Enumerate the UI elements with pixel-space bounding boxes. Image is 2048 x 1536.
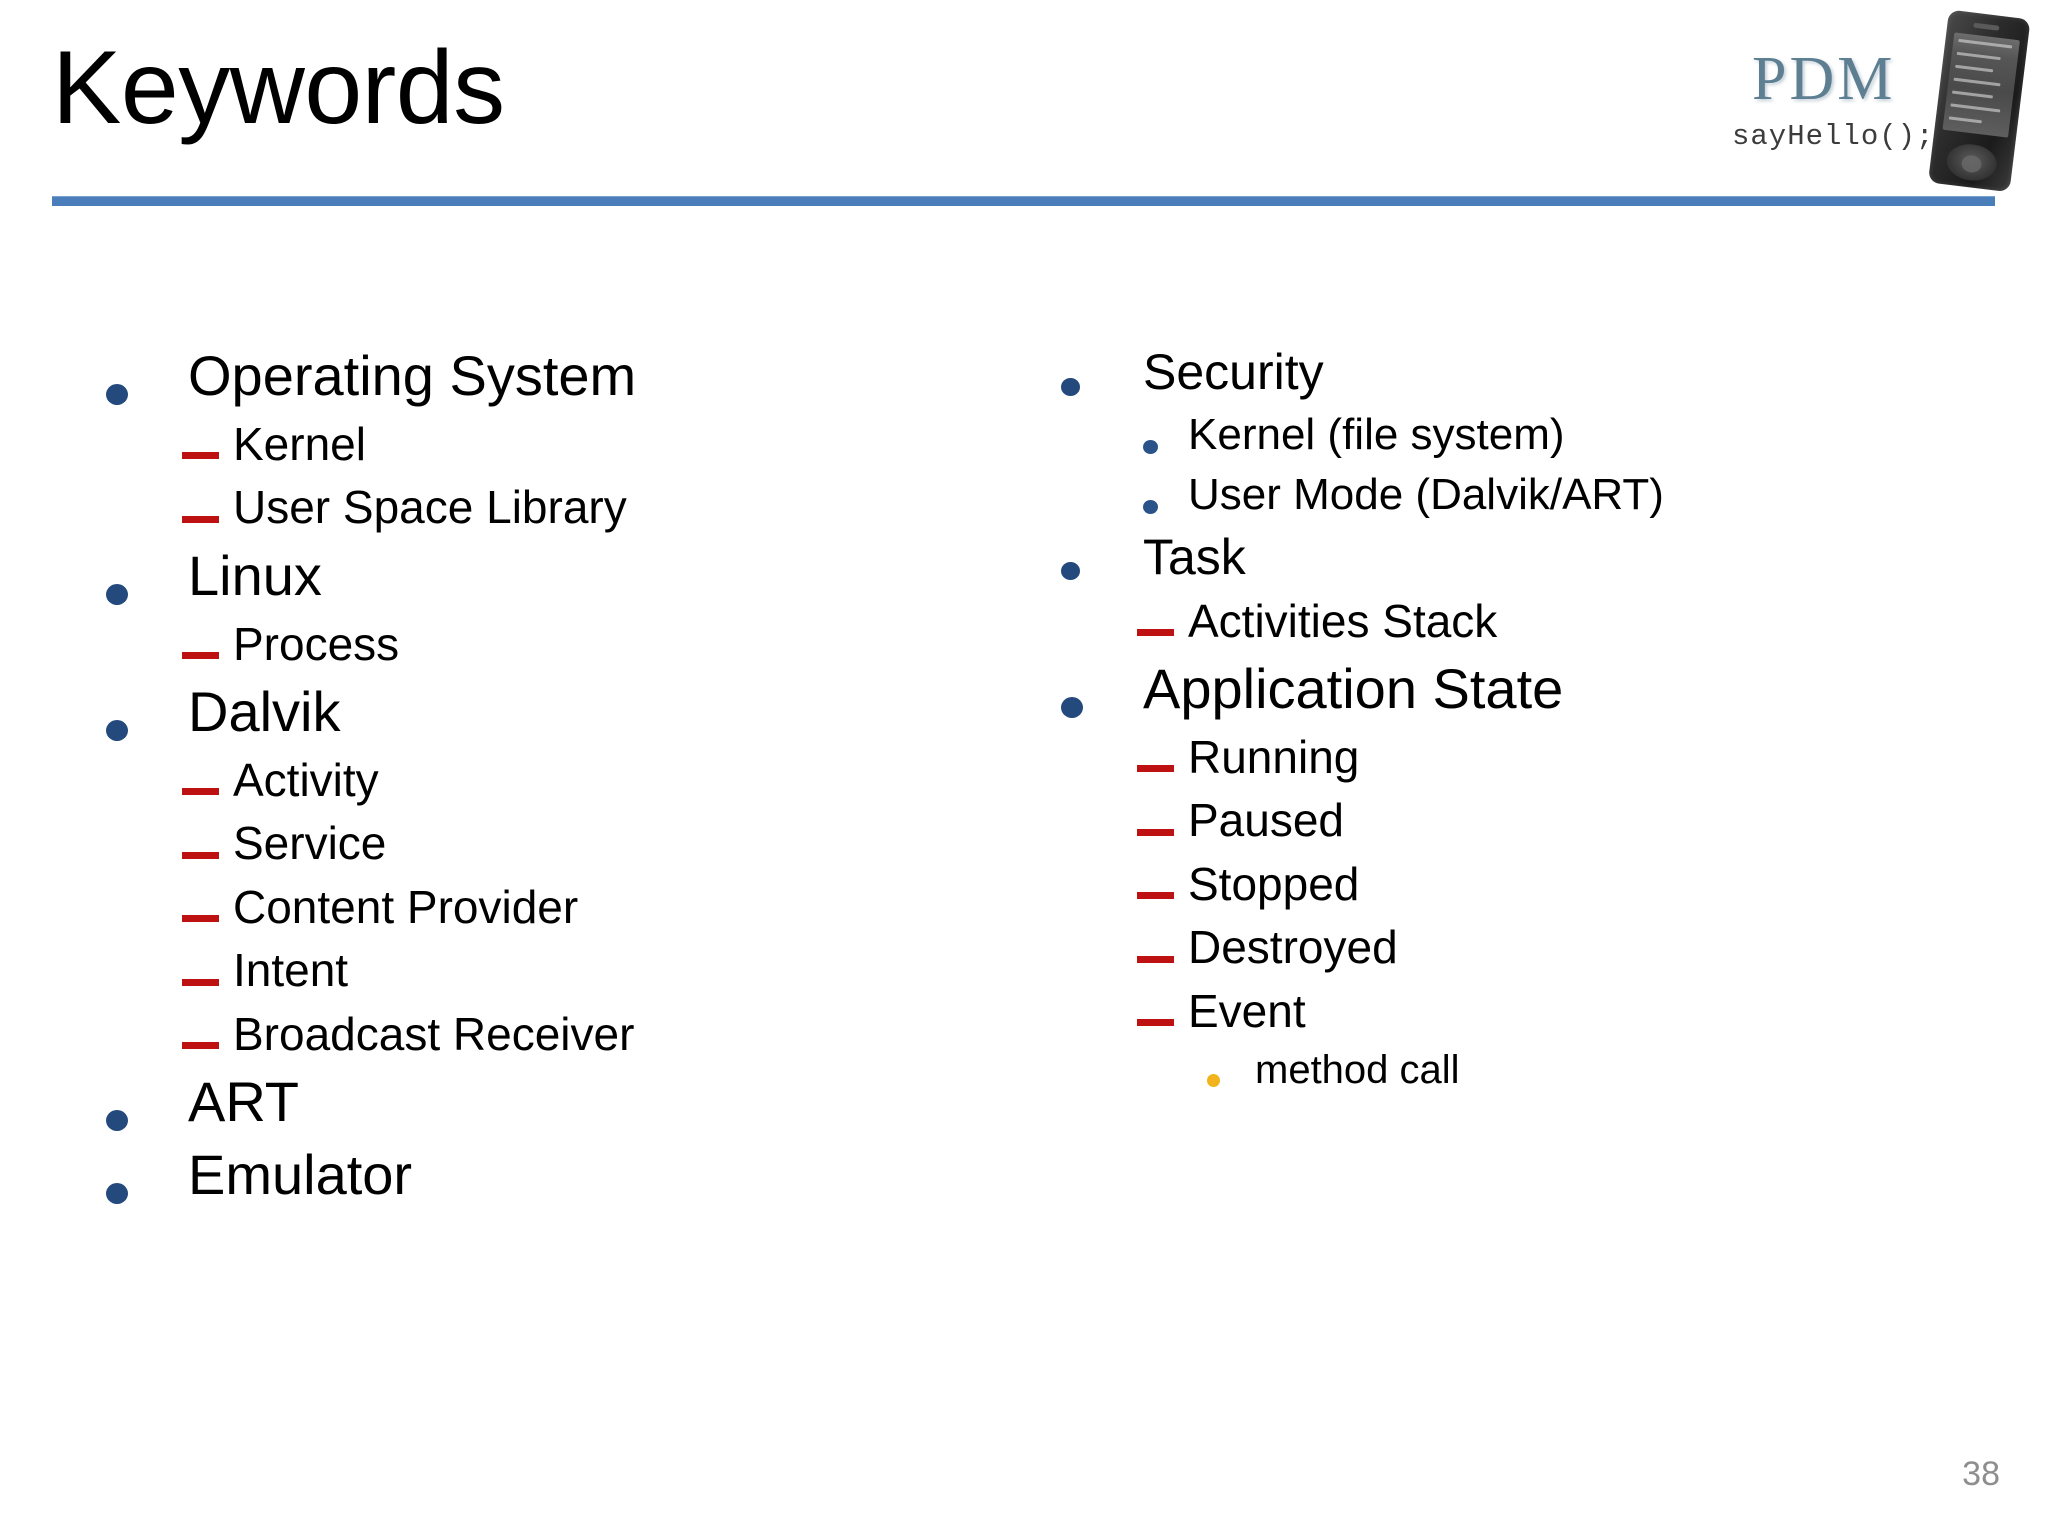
list-item: Linux	[100, 540, 1000, 613]
screen-line	[1953, 77, 2001, 87]
dot-bullet-icon	[1055, 433, 1188, 455]
list-item: Stopped	[1055, 853, 1955, 916]
list-item: ART	[100, 1066, 1000, 1139]
dash-bullet-icon	[100, 970, 233, 986]
dash-bullet-icon	[100, 644, 233, 660]
list-item: User Mode (Dalvik/ART)	[1055, 465, 1955, 525]
list-item-label: Paused	[1188, 794, 1345, 847]
list-item-label: ART	[188, 1070, 299, 1134]
list-item: Kernel (file system)	[1055, 405, 1955, 465]
yellow-dot-bullet-icon	[1055, 1067, 1255, 1088]
list-item: Emulator	[100, 1139, 1000, 1212]
dash-bullet-icon	[100, 907, 233, 923]
pdm-logo: PDM sayHello();	[1718, 8, 2048, 198]
dash-bullet-icon	[1055, 884, 1188, 900]
list-item: Event	[1055, 980, 1955, 1043]
logo-tagline: sayHello();	[1732, 120, 1935, 153]
dash-bullet-icon	[1055, 820, 1188, 836]
dash-bullet-icon	[100, 780, 233, 796]
screen-line	[1948, 116, 1982, 124]
list-item-label: Stopped	[1188, 857, 1360, 910]
list-item-label: Linux	[188, 543, 322, 607]
list-item-label: Process	[233, 617, 400, 670]
list-item-label: Running	[1188, 730, 1360, 783]
list-item-label: Dalvik	[188, 680, 341, 743]
list-item: Security	[1055, 340, 1955, 405]
dot-bullet-icon	[1055, 373, 1143, 396]
screen-line	[1955, 64, 1994, 73]
list-item: Application State	[1055, 653, 1955, 726]
list-item: Destroyed	[1055, 916, 1955, 979]
dot-bullet-icon	[100, 1105, 188, 1131]
list-item: method call	[1055, 1043, 1955, 1097]
page-title: Keywords	[52, 30, 505, 146]
dash-bullet-icon	[100, 843, 233, 859]
list-item: Process	[100, 613, 1000, 676]
logo-wordmark: PDM	[1752, 45, 1896, 113]
list-item: Intent	[100, 939, 1000, 1002]
list-item: Operating System	[100, 340, 1000, 413]
list-item-label: Emulator	[188, 1142, 413, 1206]
screen-line	[1958, 38, 2013, 49]
list-item-label: method call	[1255, 1048, 1460, 1093]
list-item-label: Intent	[233, 944, 349, 997]
list-item: Running	[1055, 726, 1955, 789]
list-item: Task	[1055, 525, 1955, 590]
dash-bullet-icon	[1055, 757, 1188, 773]
dot-bullet-icon	[1055, 493, 1188, 515]
dot-bullet-icon	[100, 579, 188, 605]
dash-bullet-icon	[100, 507, 233, 523]
list-item-label: Kernel (file system)	[1188, 410, 1565, 459]
list-item-label: Kernel	[233, 417, 366, 470]
dot-bullet-icon	[100, 1178, 188, 1204]
list-item: Dalvik	[100, 676, 1000, 749]
dash-bullet-icon	[1055, 947, 1188, 963]
page-number: 38	[1962, 1455, 2000, 1493]
dot-bullet-icon	[1055, 692, 1143, 718]
dot-bullet-icon	[1055, 558, 1143, 581]
list-item-label: Destroyed	[1188, 921, 1398, 974]
list-item: Kernel	[100, 413, 1000, 476]
list-item: Activity	[100, 749, 1000, 812]
screen-line	[1956, 51, 2001, 61]
pda-smartphone-icon	[1923, 9, 2036, 197]
list-item: Service	[100, 812, 1000, 875]
list-item: Activities Stack	[1055, 590, 1955, 653]
list-item-label: Service	[233, 817, 387, 870]
list-item-label: Event	[1188, 984, 1306, 1037]
list-item-label: User Mode (Dalvik/ART)	[1188, 469, 1664, 519]
dash-bullet-icon	[100, 444, 233, 460]
list-item: Content Provider	[100, 876, 1000, 939]
title-divider-rule	[52, 196, 1995, 206]
dot-bullet-icon	[100, 715, 188, 741]
list-item-label: Activity	[233, 753, 379, 806]
dash-bullet-icon	[100, 1034, 233, 1050]
list-item: User Space Library	[100, 476, 1000, 539]
dash-bullet-icon	[1055, 1011, 1188, 1027]
list-item-label: Content Provider	[233, 880, 579, 933]
title-block: Keywords	[52, 32, 1652, 182]
device-screen	[1942, 32, 2020, 138]
list-item-label: Security	[1143, 344, 1324, 400]
dash-bullet-icon	[1055, 621, 1188, 637]
dot-bullet-icon	[100, 379, 188, 405]
list-item-label: Broadcast Receiver	[233, 1007, 635, 1060]
list-item: Broadcast Receiver	[100, 1003, 1000, 1066]
list-item-label: Activities Stack	[1188, 594, 1498, 647]
list-item: Paused	[1055, 789, 1955, 852]
screen-line	[1950, 103, 2001, 113]
list-item-label: Application State	[1143, 657, 1564, 721]
list-item-label: User Space Library	[233, 481, 627, 534]
list-item-label: Task	[1143, 528, 1246, 585]
screen-line	[1951, 90, 1994, 99]
list-item-label: Operating System	[188, 344, 637, 407]
